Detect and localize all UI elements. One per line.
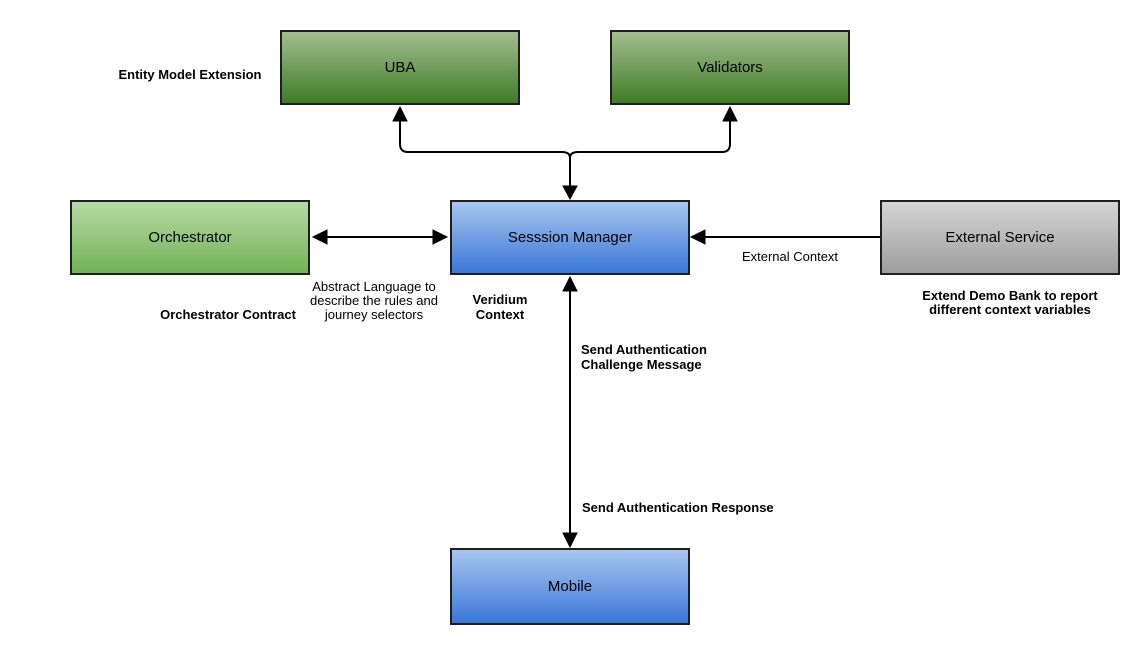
edge-session-to-uba: [392, 105, 571, 159]
label-send-auth-response: Send Authentication Response: [582, 500, 774, 515]
node-validators-label: Validators: [697, 59, 763, 76]
node-external-service[interactable]: External Service: [880, 200, 1120, 275]
edge-merge-to-session: [562, 157, 578, 201]
node-mobile[interactable]: Mobile: [450, 548, 690, 625]
node-validators[interactable]: Validators: [610, 30, 850, 105]
node-orchestrator[interactable]: Orchestrator: [70, 200, 310, 275]
label-entity-model-extension: Entity Model Extension: [118, 67, 262, 82]
label-external-context: External Context: [741, 249, 839, 264]
node-orchestrator-label: Orchestrator: [148, 229, 232, 246]
node-uba-label: UBA: [384, 59, 416, 76]
label-abstract-language: Abstract Language to describe the rules …: [310, 279, 438, 322]
edge-external-session: [689, 229, 880, 245]
label-veridium-context: Veridium Context: [472, 292, 528, 322]
label-send-auth-challenge: Send Authentication Challenge Message: [581, 342, 707, 372]
label-orchestrator-contract: Orchestrator Contract: [160, 307, 296, 322]
node-uba[interactable]: UBA: [280, 30, 520, 105]
label-extend-demo-bank: Extend Demo Bank to report different con…: [922, 288, 1098, 317]
node-session-manager-label: Sesssion Manager: [507, 229, 633, 246]
edge-orchestrator-session: [311, 229, 449, 245]
edge-session-mobile: [562, 275, 578, 549]
node-session-manager[interactable]: Sesssion Manager: [450, 200, 690, 275]
node-mobile-label: Mobile: [547, 578, 593, 595]
edge-session-to-validators: [569, 105, 738, 159]
node-external-service-label: External Service: [945, 229, 1055, 246]
